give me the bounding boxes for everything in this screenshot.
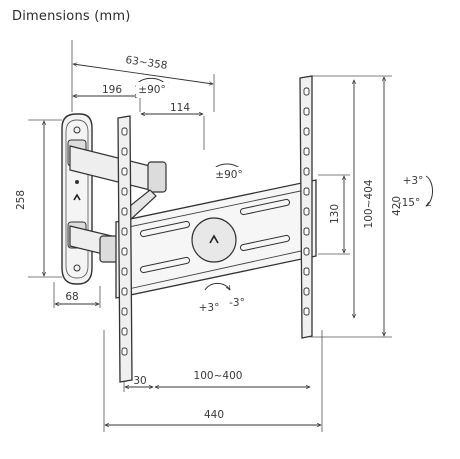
right-rail-holes bbox=[303, 87, 310, 316]
wall-plate bbox=[61, 113, 93, 285]
cross-bar bbox=[115, 179, 317, 299]
tilt-arc-icon bbox=[426, 175, 434, 206]
label-vesa-vertical: 100~404 bbox=[363, 179, 375, 228]
extension-lines bbox=[28, 40, 392, 432]
label-swivel-head: ±90° bbox=[215, 169, 242, 181]
left-rail-holes bbox=[121, 127, 128, 356]
label-rotation-plus: +3° bbox=[199, 302, 220, 314]
dimension-lines bbox=[44, 64, 384, 425]
rotation-arc-icon bbox=[204, 282, 230, 290]
wall-plate-logo-icon bbox=[73, 193, 81, 201]
label-vesa-horizontal: 100~400 bbox=[194, 370, 243, 382]
label-arm-extension: 63~358 bbox=[125, 54, 168, 72]
diagram-title: Dimensions (mm) bbox=[12, 9, 131, 24]
right-rail bbox=[299, 75, 313, 339]
label-swivel-arm: ±90° bbox=[138, 84, 165, 96]
label-arm-length: 196 bbox=[102, 84, 122, 96]
label-rail-offset: 30 bbox=[133, 375, 146, 387]
label-wall-plate-height: 258 bbox=[15, 190, 27, 210]
label-swivel-offset: 114 bbox=[170, 102, 190, 114]
label-total-width: 440 bbox=[204, 409, 224, 421]
label-tilt-up: +3° bbox=[403, 175, 424, 187]
label-wall-plate-width: 68 bbox=[65, 291, 78, 303]
bracket-logo-icon bbox=[209, 234, 219, 244]
label-rotation-minus: -3° bbox=[229, 297, 245, 309]
label-cross-bar-height: 130 bbox=[329, 204, 341, 224]
left-rail bbox=[117, 115, 133, 383]
label-tilt-down: -15° bbox=[398, 197, 420, 209]
dim-line-arm-extension bbox=[73, 64, 213, 84]
label-bracket-height: 420 bbox=[391, 196, 403, 216]
